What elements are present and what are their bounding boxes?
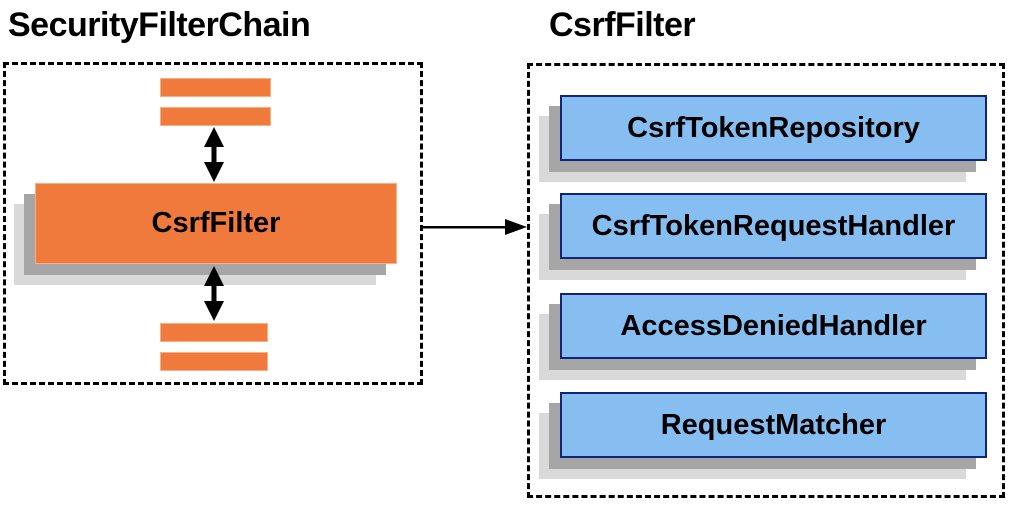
bidirectional-arrow-icon	[204, 127, 224, 182]
component-box-access-denied-handler: AccessDeniedHandler	[560, 293, 987, 359]
component-label: RequestMatcher	[660, 408, 887, 441]
component-label: CsrfTokenRequestHandler	[591, 209, 956, 242]
filter-bar	[160, 78, 271, 97]
csrf-filter-panel	[527, 63, 1005, 498]
component-box-csrf-token-request-handler: CsrfTokenRequestHandler	[560, 193, 987, 259]
filter-bar	[160, 323, 268, 342]
security-filter-chain-panel	[3, 62, 423, 385]
security-filter-chain-title: SecurityFilterChain	[8, 6, 311, 44]
csrf-filter-box: CsrfFilter	[35, 183, 397, 264]
filter-bar	[160, 107, 271, 126]
csrf-filter-box-label: CsrfFilter	[151, 207, 281, 239]
component-box-request-matcher: RequestMatcher	[560, 392, 987, 458]
flow-arrow-icon	[423, 219, 527, 235]
csrf-filter-title: CsrfFilter	[549, 6, 696, 44]
bidirectional-arrow-icon	[204, 266, 224, 321]
filter-bar	[160, 352, 268, 371]
component-box-csrf-token-repository: CsrfTokenRepository	[560, 95, 987, 161]
component-label: AccessDeniedHandler	[620, 309, 927, 342]
component-label: CsrfTokenRepository	[627, 111, 920, 144]
